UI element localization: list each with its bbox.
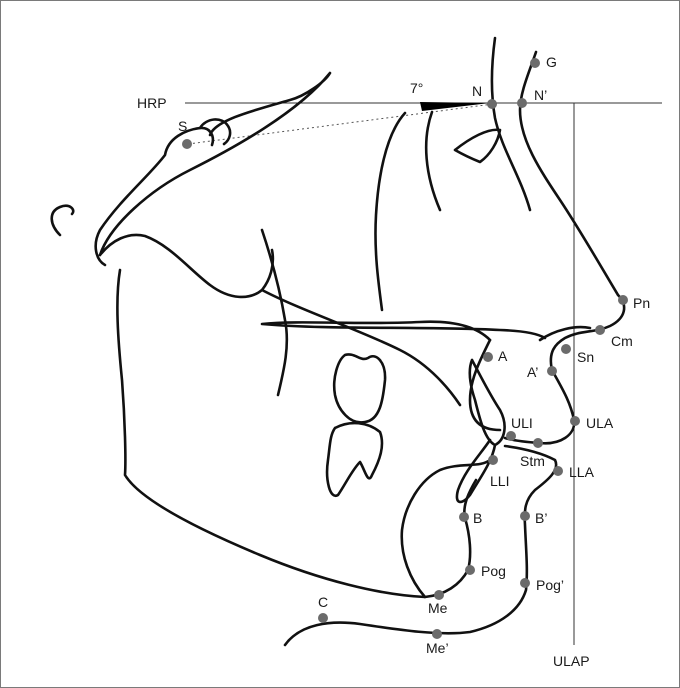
angle-label: 7° [410, 80, 423, 96]
pterygoid-line [260, 228, 289, 397]
landmark-point-cm [595, 325, 605, 335]
label-stm: Stm [520, 453, 545, 469]
label-a: A [498, 348, 508, 364]
upper-molar [332, 353, 387, 424]
palate-line [260, 320, 547, 342]
ramus-inner [260, 288, 462, 407]
orbit-contour [453, 128, 502, 164]
nasal-wall [424, 110, 442, 212]
landmark-point-lli [488, 455, 498, 465]
label-b: B [473, 510, 482, 526]
landmark-point-s [182, 139, 192, 149]
label-me-soft: Me’ [426, 640, 449, 656]
label-cm: Cm [611, 333, 633, 349]
angle-wedge [420, 102, 490, 111]
landmark-point-sn [561, 344, 571, 354]
lower-molar [325, 421, 384, 498]
frontal-bone [490, 36, 532, 212]
label-me: Me [428, 600, 448, 616]
landmark-point-pog-soft [520, 578, 530, 588]
label-ula: ULA [586, 415, 614, 431]
sella-outline [198, 118, 232, 146]
label-b-soft: B’ [535, 510, 547, 526]
soft-forehead [518, 50, 620, 297]
landmark-point-lla [553, 466, 563, 476]
orbit-rim [374, 111, 407, 312]
label-pog: Pog [481, 563, 506, 579]
landmark-point-pn [618, 295, 628, 305]
label-s: S [178, 118, 187, 134]
upper-lip [503, 368, 576, 445]
mandible-outline [98, 233, 427, 599]
symphysis [400, 458, 492, 599]
label-uli: ULI [511, 415, 533, 431]
label-n: N [472, 83, 482, 99]
nose-profile [549, 293, 626, 372]
maxilla-front [468, 338, 502, 432]
label-lla: LLA [569, 464, 595, 480]
lower-incisor [455, 438, 497, 504]
label-n-soft: N’ [534, 87, 547, 103]
label-sn: Sn [577, 349, 594, 365]
landmark-point-b-soft [520, 511, 530, 521]
landmark-point-g [530, 58, 540, 68]
landmark-point-c [318, 613, 328, 623]
landmark-point-pog [465, 565, 475, 575]
label-g: G [546, 54, 557, 70]
landmark-point-b [459, 512, 469, 522]
label-a-soft: A’ [527, 364, 538, 380]
landmark-point-me-soft [432, 629, 442, 639]
sella-nasion-line [187, 103, 494, 145]
ulap-label: ULAP [553, 653, 590, 669]
label-pog-soft: Pog’ [536, 577, 564, 593]
label-c: C [318, 594, 328, 610]
hrp-label: HRP [137, 95, 167, 111]
landmark-point-me [434, 590, 444, 600]
label-lli: LLI [490, 473, 509, 489]
landmark-point-uli [506, 431, 516, 441]
landmark-point-ula [570, 416, 580, 426]
landmark-point-stm [533, 438, 543, 448]
landmark-point-a [483, 352, 493, 362]
cranial-base-outline [50, 71, 332, 267]
label-pn: Pn [633, 295, 650, 311]
landmark-point-n [487, 99, 497, 109]
landmark-point-n-soft [517, 98, 527, 108]
landmark-point-a-soft [547, 366, 557, 376]
